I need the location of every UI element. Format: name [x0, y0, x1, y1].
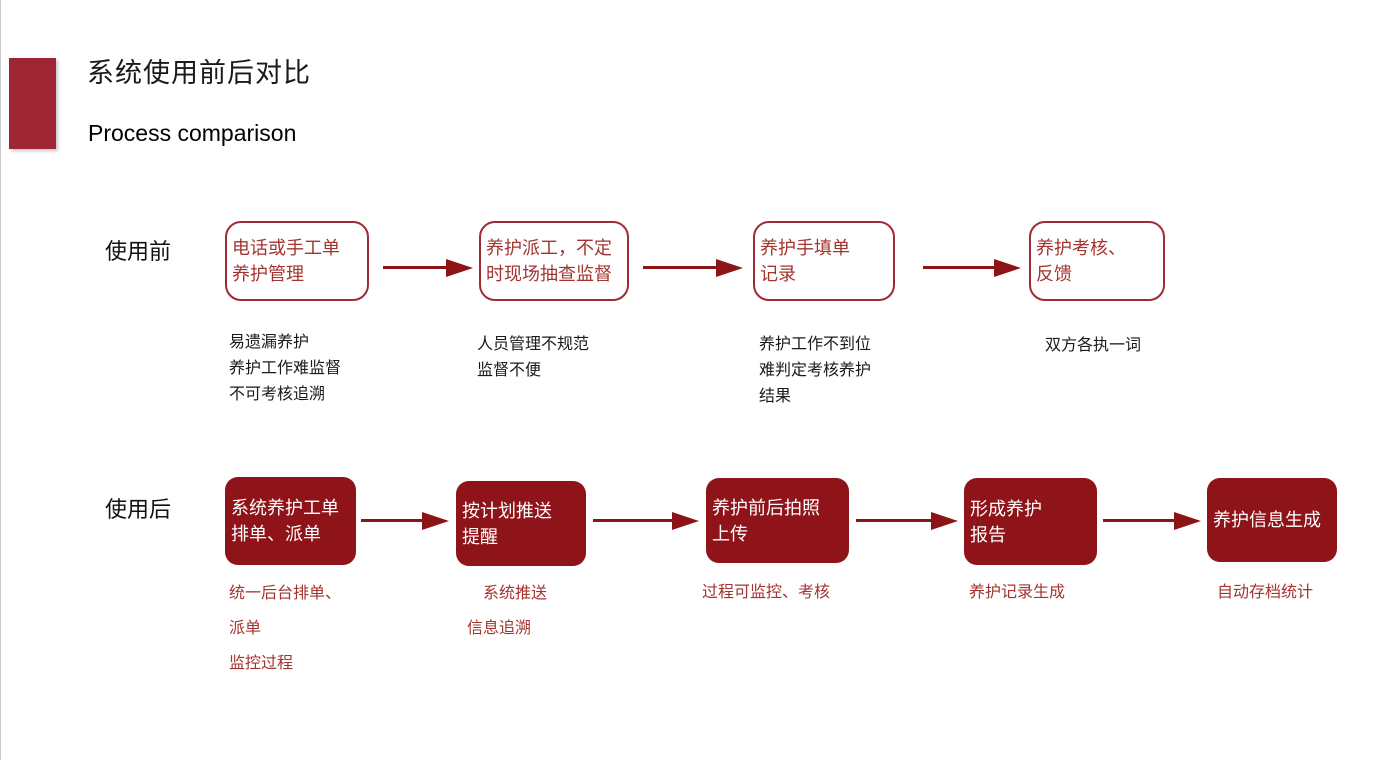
step-note: 自动存档统计	[1217, 584, 1314, 601]
arrow-right-icon	[383, 259, 473, 277]
flow-box: 养护派工，不定 时现场抽查监督	[479, 221, 629, 301]
flow-box: 形成养护 报告	[964, 478, 1097, 565]
flow-box: 电话或手工单 养护管理	[225, 221, 369, 301]
arrow-right-icon	[1103, 512, 1201, 530]
page-title: 系统使用前后对比	[87, 58, 311, 88]
arrow-right-icon	[361, 512, 449, 530]
step-note: 养护工作不到位 难判定考核养护 结果	[759, 336, 872, 405]
step-note: 过程可监控、考核	[702, 584, 831, 601]
step-note: 双方各执一词	[1045, 337, 1142, 354]
after-row-label: 使用后	[105, 497, 172, 522]
flow-box: 养护前后拍照 上传	[706, 478, 849, 563]
flow-box: 养护手填单 记录	[753, 221, 895, 301]
arrow-right-icon	[643, 259, 743, 277]
accent-block	[9, 58, 56, 149]
step-note: 系统推送 信息追溯	[467, 585, 548, 637]
flow-box: 系统养护工单 排单、派单	[225, 477, 356, 565]
arrow-right-icon	[593, 512, 699, 530]
step-note: 养护记录生成	[969, 584, 1066, 601]
step-note: 统一后台排单、 派单 监控过程	[229, 585, 342, 672]
step-note: 人员管理不规范 监督不便	[477, 336, 590, 379]
step-note: 易遗漏养护 养护工作难监督 不可考核追溯	[229, 334, 342, 403]
flow-box: 养护考核、 反馈	[1029, 221, 1165, 301]
arrow-right-icon	[856, 512, 958, 530]
before-row-label: 使用前	[105, 239, 172, 264]
flow-box: 按计划推送 提醒	[456, 481, 586, 566]
page-subtitle: Process comparison	[88, 120, 297, 146]
arrow-right-icon	[923, 259, 1021, 277]
flow-box: 养护信息生成	[1207, 478, 1337, 562]
